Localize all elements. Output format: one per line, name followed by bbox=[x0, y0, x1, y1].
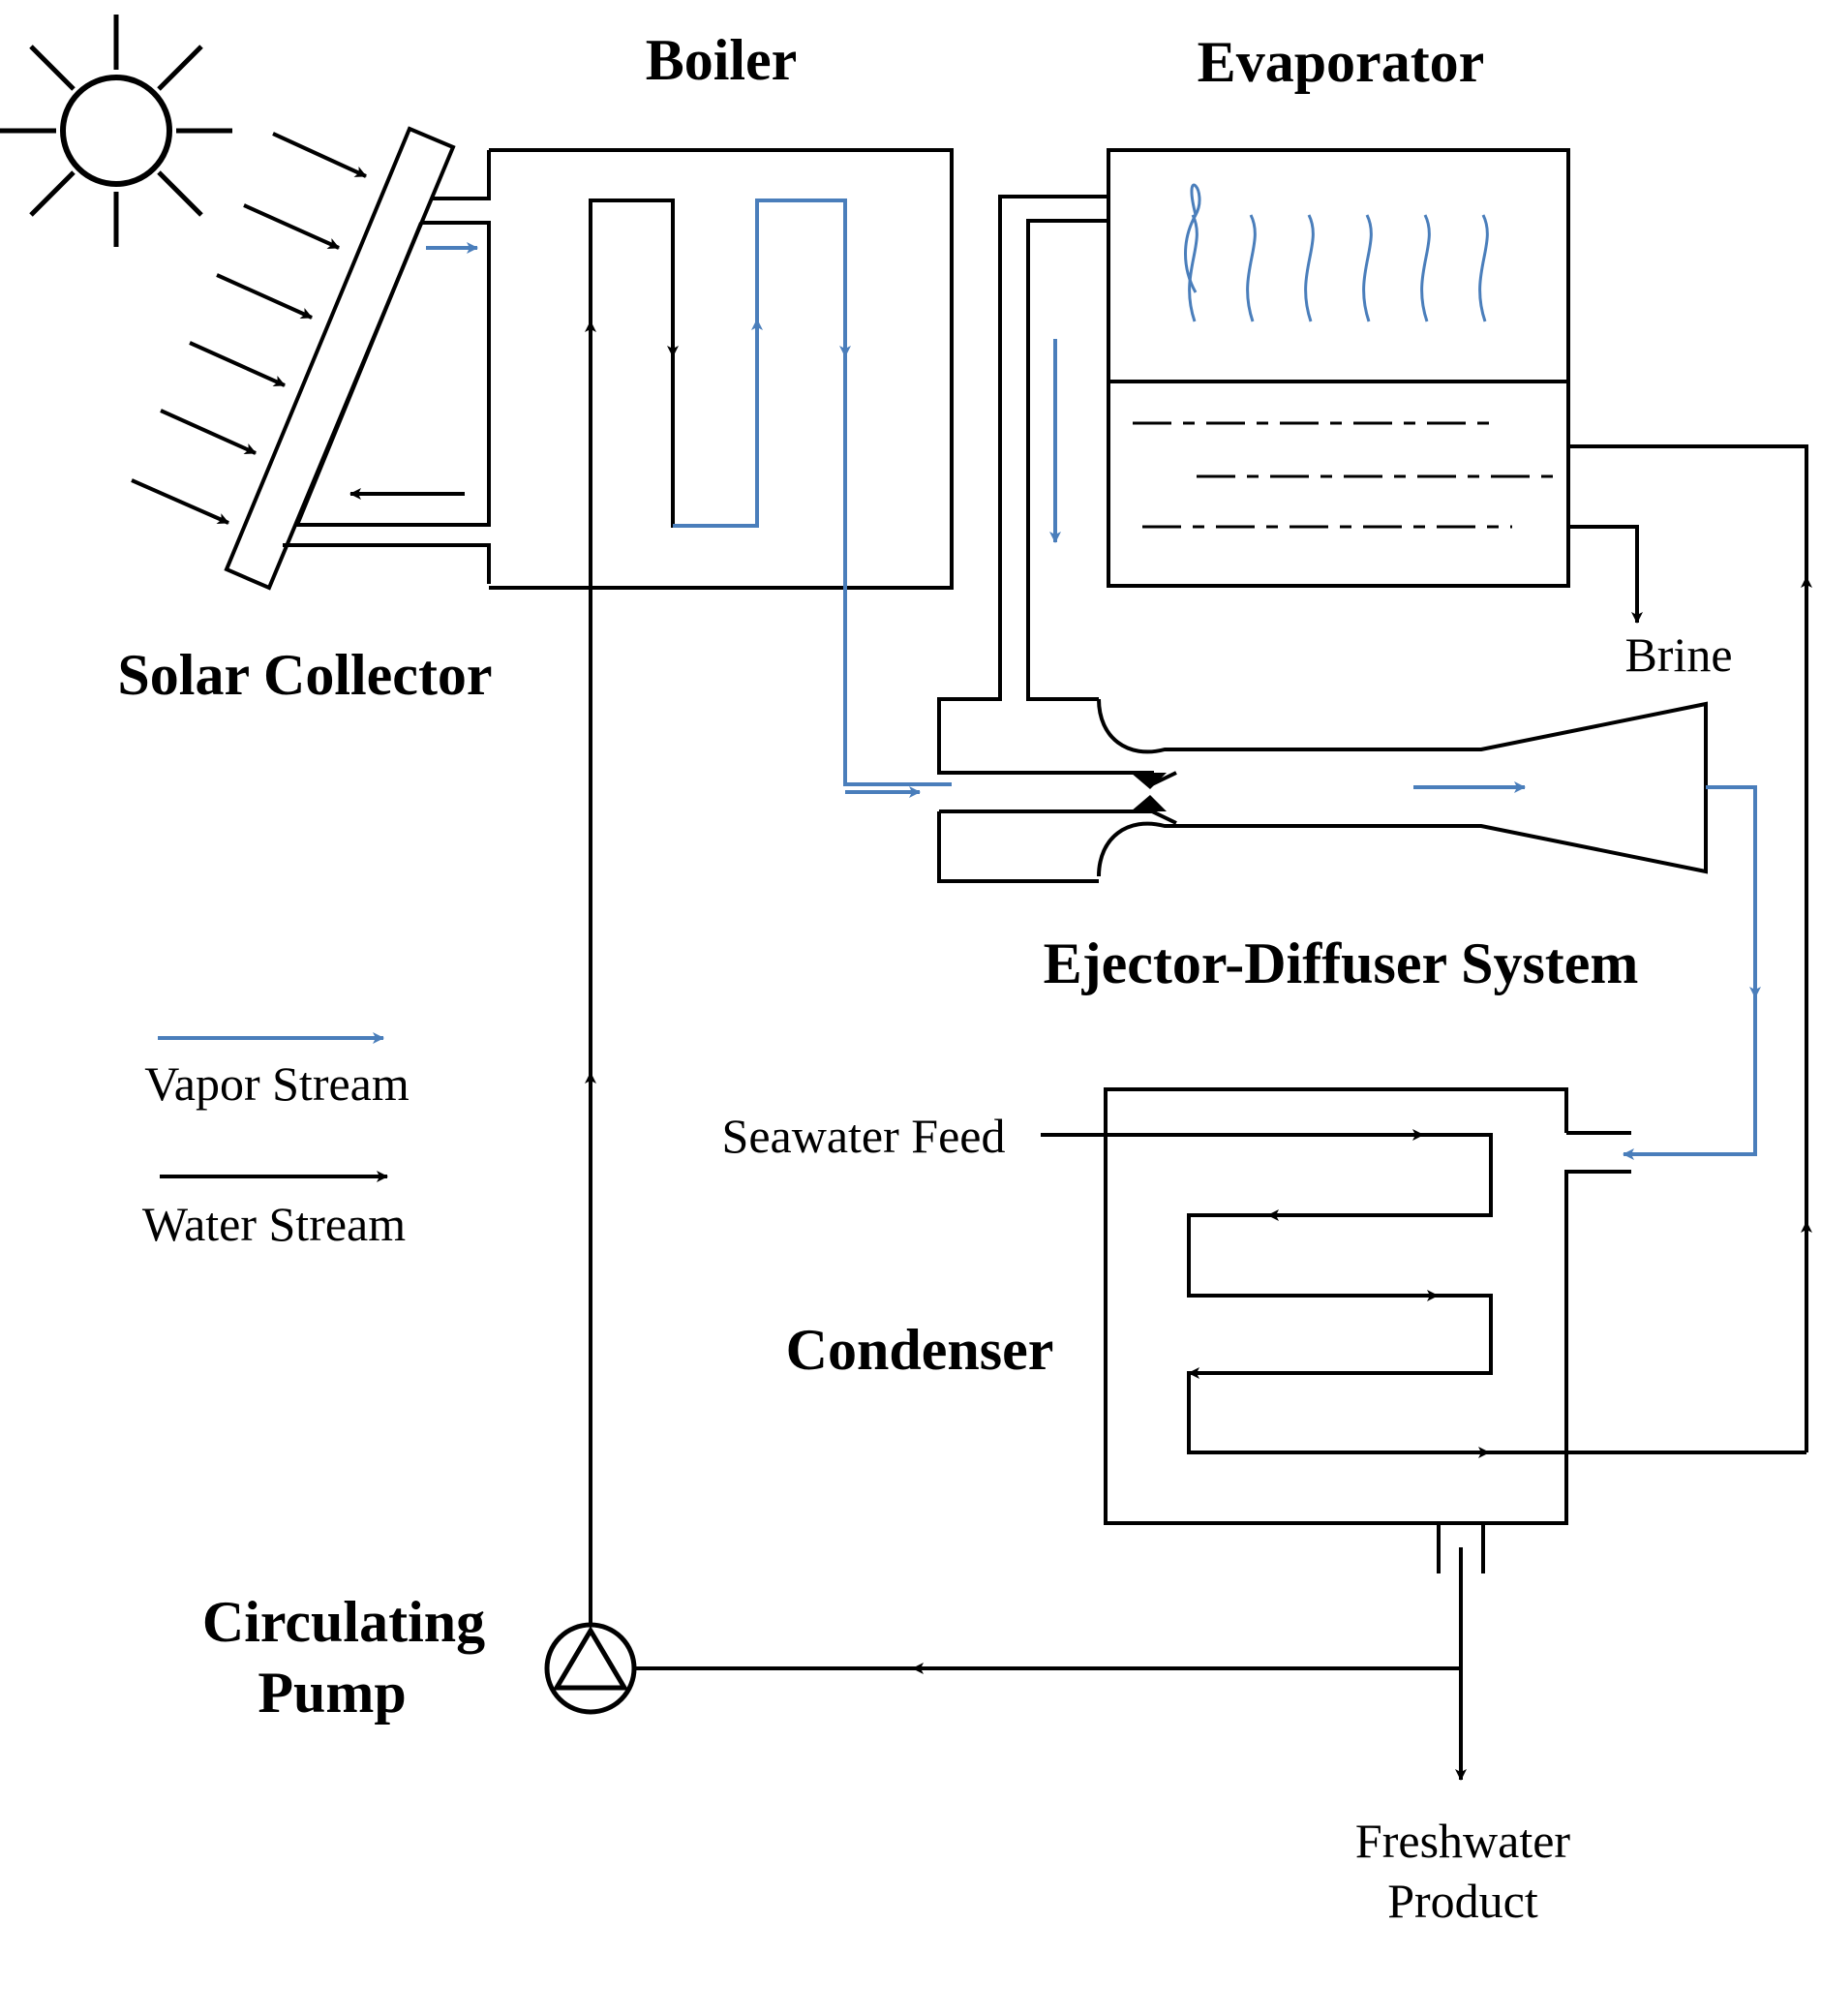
water-stream-label: Water Stream bbox=[142, 1197, 406, 1251]
brine-label: Brine bbox=[1624, 627, 1732, 682]
freshwater-product-label-line1: Freshwater bbox=[1355, 1814, 1570, 1868]
ejector-diffuser-label: Ejector-Diffuser System bbox=[1044, 932, 1639, 995]
condenser bbox=[1041, 1087, 1812, 1573]
evaporator-label: Evaporator bbox=[1198, 30, 1485, 94]
liquid-level-lines bbox=[1133, 421, 1563, 529]
sun-icon bbox=[0, 15, 232, 247]
solar-collector bbox=[224, 126, 491, 591]
circulating-pump bbox=[544, 321, 1467, 1781]
circulating-pump-label-line1: Circulating bbox=[202, 1590, 485, 1654]
boiler-label: Boiler bbox=[646, 28, 798, 92]
vapor-stream-label: Vapor Stream bbox=[144, 1056, 410, 1111]
freshwater-product-label-line2: Product bbox=[1387, 1874, 1538, 1928]
ejector-diffuser bbox=[845, 698, 1761, 1160]
boiler bbox=[489, 148, 954, 786]
evaporator bbox=[937, 148, 1812, 1452]
vapor-wave-icons bbox=[1184, 183, 1489, 322]
circulating-pump-label-line2: Pump bbox=[258, 1661, 406, 1725]
legend bbox=[158, 1032, 388, 1182]
solar-radiation-arrows bbox=[131, 132, 367, 525]
solar-collector-label: Solar Collector bbox=[117, 643, 492, 707]
condenser-label: Condenser bbox=[786, 1318, 1054, 1382]
seawater-feed-label: Seawater Feed bbox=[722, 1109, 1006, 1163]
